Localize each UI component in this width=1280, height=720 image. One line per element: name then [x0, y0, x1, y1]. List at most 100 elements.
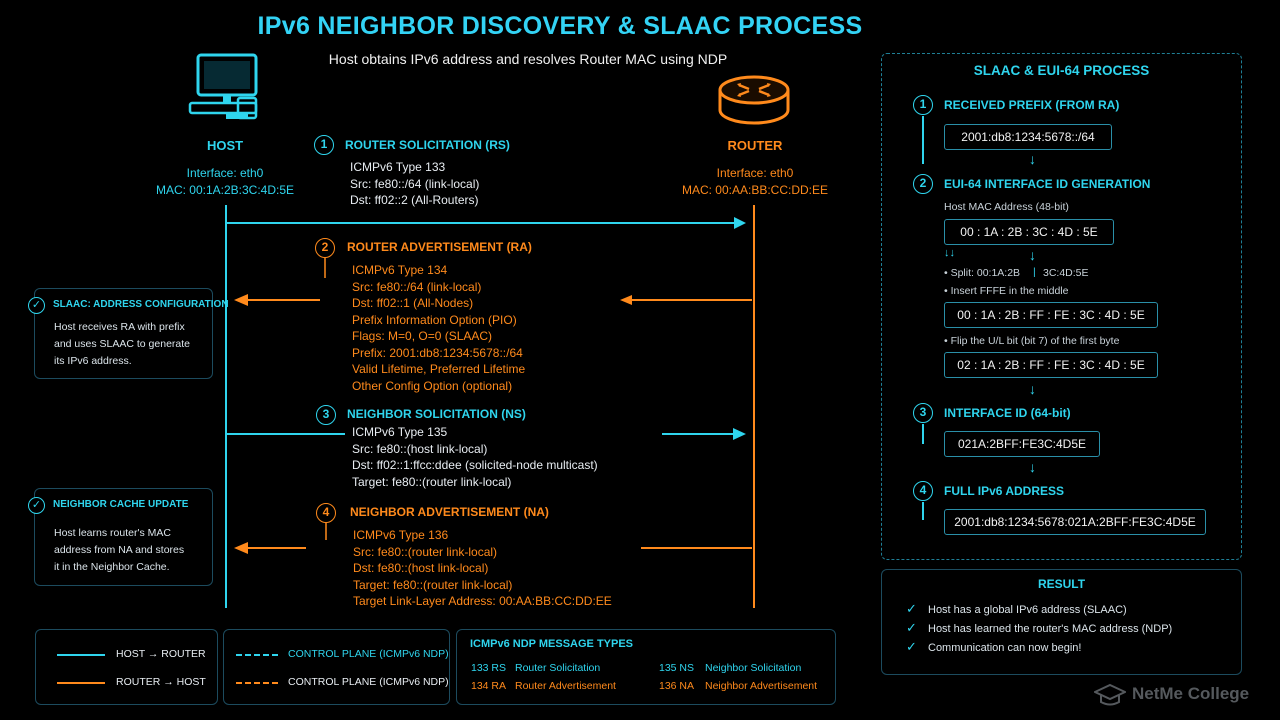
- msg-type-name: Neighbor Advertisement: [705, 680, 818, 692]
- step-1-line: Dst: ff02::2 (All-Routers): [350, 193, 479, 207]
- step-2-line: Dst: ff02::1 (All-Nodes): [352, 296, 474, 310]
- slaac-config-title: SLAAC: ADDRESS CONFIGURATION: [53, 299, 229, 310]
- step-3-number: 3: [316, 405, 336, 425]
- legend-control-orange: CONTROL PLANE (ICMPv6 NDP): [288, 676, 449, 688]
- interface-id-box: 021A:2BFF:FE3C:4D5E: [944, 431, 1100, 457]
- panel-connector: [922, 424, 924, 444]
- step-2-details: ICMPv6 Type 134 Src: fe80::/64 (link-loc…: [352, 262, 525, 394]
- step-2-line: Prefix: 2001:db8:1234:5678::/64: [352, 345, 523, 360]
- legend-control-plane: CONTROL PLANE (ICMPv6 NDP) CONTROL PLANE…: [223, 629, 450, 705]
- slaac-config-body: Host receives RA with prefix and uses SL…: [54, 319, 190, 370]
- step-1-title: ROUTER SOLICITATION (RS): [345, 138, 510, 152]
- step-2-line: Flags: M=0, O=0 (SLAAC): [352, 329, 493, 343]
- diagram-title: IPv6 NEIGHBOR DISCOVERY & SLAAC PROCESS: [257, 12, 863, 40]
- neighbor-cache-body: Host learns router's MAC address from NA…: [54, 525, 184, 576]
- step-3-details: ICMPv6 Type 135 Src: fe80::(host link-lo…: [352, 424, 598, 490]
- legend-orange-dash: [236, 682, 278, 684]
- insert-note: • Insert FFFE in the middle: [944, 285, 1069, 297]
- step-1-line: ICMPv6 Type 133: [350, 160, 446, 174]
- box-line: and uses SLAAC to generate: [54, 338, 191, 350]
- diagram-subtitle: Host obtains IPv6 address and resolves R…: [328, 51, 728, 67]
- box-line: Host learns router's MAC: [54, 527, 171, 539]
- msg-type-name: Router Advertisement: [515, 680, 616, 692]
- slaac-eui64-panel: [881, 53, 1242, 560]
- msg-type-code: 135 NS: [659, 662, 695, 674]
- panel-step-2-title: EUI-64 INTERFACE ID GENERATION: [944, 177, 1151, 191]
- step-2-line: ICMPv6 Type 134: [352, 263, 448, 277]
- step-4-line: Target: fe80::(router link-local): [353, 577, 513, 592]
- step-3-line: ICMPv6 Type 135: [352, 425, 448, 439]
- step-1-line: Src: fe80::/64 (link-local): [350, 176, 480, 191]
- slaac-panel-title: SLAAC & EUI-64 PROCESS: [973, 63, 1150, 78]
- step-4-line: Dst: fe80::(host link-local): [353, 561, 489, 575]
- down-arrow-icon: ↓: [1029, 381, 1036, 397]
- box-line: Host receives RA with prefix: [54, 321, 185, 333]
- msg-type-code: 134 RA: [471, 680, 507, 692]
- panel-step-4-number: 4: [913, 481, 933, 501]
- neighbor-cache-title: NEIGHBOR CACHE UPDATE: [53, 499, 189, 510]
- full-address-box: 2001:db8:1234:5678:021A:2BFF:FE3C:4D5E: [944, 509, 1206, 535]
- monitor-icon: [186, 52, 266, 129]
- step-4-line: ICMPv6 Type 136: [353, 528, 449, 542]
- step-3-line: Dst: ff02::1:ffcc:ddee (solicited-node m…: [352, 458, 598, 472]
- legend-cyan-dash: [236, 654, 278, 656]
- host-mac: MAC: 00:1A:2B:3C:4D:5E: [155, 183, 295, 197]
- legend-host-router: HOST → ROUTER: [116, 648, 206, 660]
- mac-box: 00 : 1A : 2B : 3C : 4D : 5E: [944, 219, 1114, 245]
- split-arrows-icon: ↓↓: [944, 247, 955, 259]
- message-types-box: [456, 629, 836, 705]
- check-icon: ✓: [906, 620, 917, 635]
- message-arrows: [227, 217, 752, 554]
- panel-connector: [922, 116, 924, 164]
- legend-control-cyan: CONTROL PLANE (ICMPv6 NDP): [288, 648, 449, 660]
- check-icon: ✓: [906, 639, 917, 654]
- check-icon: ✓: [28, 497, 45, 514]
- result-title: RESULT: [1037, 577, 1086, 591]
- router-interface: Interface: eth0: [716, 166, 794, 180]
- router-label: ROUTER: [727, 138, 783, 153]
- router-lifeline: [753, 205, 755, 608]
- host-lifeline: [225, 205, 227, 608]
- step-4-line: Src: fe80::(router link-local): [353, 544, 498, 559]
- result-item: Host has learned the router's MAC addres…: [928, 623, 1173, 635]
- host-interface: Interface: eth0: [186, 166, 264, 180]
- panel-step-3-title: INTERFACE ID (64-bit): [944, 406, 1071, 420]
- legend-orange-line: [57, 682, 105, 684]
- step-4-line: Target Link-Layer Address: 00:AA:BB:CC:D…: [353, 594, 612, 608]
- flipped-box: 02 : 1A : 2B : FF : FE : 3C : 4D : 5E: [944, 352, 1158, 378]
- message-types-title: ICMPv6 NDP MESSAGE TYPES: [470, 638, 634, 650]
- legend-direction: HOST → ROUTER ROUTER → HOST: [35, 629, 218, 705]
- flip-note: • Flip the U/L bit (bit 7) of the first …: [944, 335, 1120, 347]
- check-icon: ✓: [28, 297, 45, 314]
- mac-label: Host MAC Address (48-bit): [944, 201, 1069, 213]
- down-arrow-icon: ↓: [1029, 247, 1036, 263]
- step-4-details: ICMPv6 Type 136 Src: fe80::(router link-…: [353, 527, 612, 610]
- step-2-line: Other Config Option (optional): [352, 378, 513, 393]
- msg-type-code: 133 RS: [471, 662, 507, 674]
- step-4-number: 4: [316, 503, 336, 523]
- panel-step-3-number: 3: [913, 403, 933, 423]
- step-2-line: Prefix Information Option (PIO): [352, 312, 517, 327]
- panel-step-4-title: FULL IPv6 ADDRESS: [944, 484, 1065, 498]
- step-1-number: 1: [314, 135, 334, 155]
- panel-connector: [922, 502, 924, 520]
- step-4-title: NEIGHBOR ADVERTISEMENT (NA): [350, 505, 549, 519]
- msg-type-name: Neighbor Solicitation: [705, 662, 802, 674]
- step-2-title: ROUTER ADVERTISEMENT (RA): [347, 240, 532, 254]
- received-prefix-box: 2001:db8:1234:5678::/64: [944, 124, 1112, 150]
- panel-step-1-title: RECEIVED PREFIX (FROM RA): [944, 98, 1120, 112]
- box-line: its IPv6 address.: [54, 355, 132, 367]
- router-mac: MAC: 00:AA:BB:CC:DD:EE: [681, 183, 829, 197]
- split-note-a: • Split: 00:1A:2B: [944, 267, 1021, 279]
- neighbor-cache-box: ✓ NEIGHBOR CACHE UPDATE Host learns rout…: [28, 488, 213, 586]
- legend-router-host: ROUTER → HOST: [116, 676, 206, 688]
- result-item: Communication can now begin!: [928, 642, 1082, 654]
- inserted-fffe-box: 00 : 1A : 2B : FF : FE : 3C : 4D : 5E: [944, 302, 1158, 328]
- step-2-line: Src: fe80::/64 (link-local): [352, 279, 482, 294]
- box-line: address from NA and stores: [54, 544, 185, 556]
- router-icon: [715, 72, 793, 137]
- step-3-line: Src: fe80::(host link-local): [352, 441, 488, 456]
- slaac-config-box: ✓ SLAAC: ADDRESS CONFIGURATION Host rece…: [28, 288, 229, 379]
- down-arrow-icon: ↓: [1029, 459, 1036, 475]
- result-item: Host has a global IPv6 address (SLAAC): [928, 604, 1127, 616]
